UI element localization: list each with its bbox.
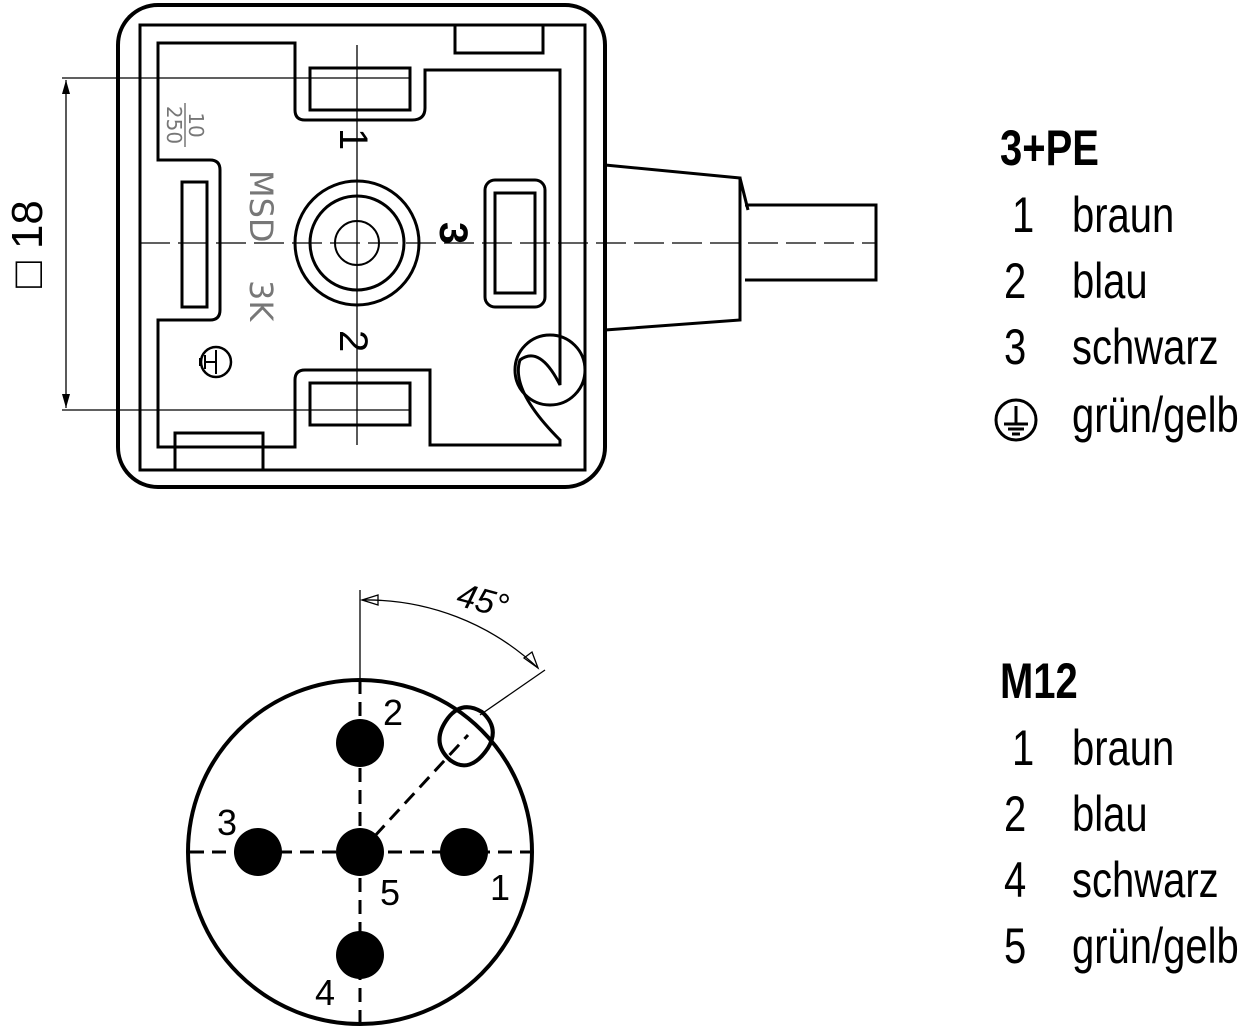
legend-color: blau: [1072, 786, 1148, 842]
housing-tab-top: [453, 23, 545, 55]
angle-arc: [361, 599, 539, 669]
cable-gland: [604, 163, 742, 332]
legend-m12-title: M12: [1000, 653, 1078, 709]
legend-pin: 5: [1004, 918, 1026, 974]
marking-text: MSD: [242, 170, 280, 243]
square-symbol: □: [3, 261, 52, 288]
dimension-label-group: □ 18: [3, 200, 52, 288]
pin-label-1: 1: [331, 128, 375, 150]
m12-pin-label-1: 1: [490, 867, 510, 908]
legend-3pe-title: 3+PE: [1000, 120, 1099, 176]
pin-slot-1: [308, 66, 412, 112]
angle-arrows: [359, 594, 540, 670]
legend-color: blau: [1072, 253, 1148, 309]
pe-slot: [180, 180, 209, 309]
legend-3pe: 3+PE 1 braun 2 blau 3 schwarz ⏚ grün/gel…: [994, 120, 1239, 443]
legend-color: braun: [1072, 720, 1174, 776]
m12-pin-label-2: 2: [383, 692, 403, 733]
m12-pin-5: [336, 828, 384, 876]
m12-key-axis: [358, 733, 470, 854]
legend-m12: M12 1 braun 2 blau 4 schwarz 5 grün/gelb: [1000, 653, 1239, 974]
legend-color: schwarz: [1072, 852, 1219, 908]
gland-edge: [738, 177, 750, 211]
housing-notch: [513, 333, 587, 407]
legend-pin: 2: [1004, 786, 1026, 842]
protective-earth-icon: [199, 345, 233, 379]
m12-pin-3: [234, 828, 282, 876]
pin-label-3: 3: [431, 222, 475, 244]
legend-color: grün/gelb: [1072, 387, 1239, 443]
pin-label-2: 2: [331, 330, 375, 352]
angle-extension-line: [479, 669, 546, 716]
m12-pin-label-3: 3: [217, 802, 237, 843]
legend-color: schwarz: [1072, 319, 1219, 375]
pin-slot-2: [308, 381, 412, 427]
insert-outline: [156, 41, 562, 449]
m12-pin-2: [336, 719, 384, 767]
m12-pin-label-5: 5: [380, 872, 400, 913]
m12-connector-drawing: 45° 1 2 3 4 5: [186, 576, 546, 1026]
connector-housing-outline: [116, 3, 607, 489]
valve-connector-drawing: □ 18 10 250 MSD 3K 1 2 3: [3, 3, 878, 489]
legend-pin: 4: [1004, 852, 1026, 908]
protective-earth-icon: ⏚: [994, 398, 1038, 442]
legend-pin: 2: [1004, 253, 1026, 309]
legend-pin: 1: [1012, 720, 1034, 776]
connector-housing-inner: [138, 23, 587, 472]
dimension-value: 18: [3, 200, 52, 249]
legend-pin: 1: [1012, 187, 1034, 243]
m12-pin-label-4: 4: [315, 972, 335, 1013]
m12-coding-key: [437, 705, 495, 768]
m12-pin-4: [336, 931, 384, 979]
legend-color: grün/gelb: [1072, 918, 1239, 974]
housing-tab-bottom: [173, 431, 265, 472]
m12-pin-1: [440, 828, 488, 876]
legend-color: braun: [1072, 187, 1174, 243]
marking-code: 3K: [242, 280, 280, 322]
legend-pin: 3: [1004, 319, 1026, 375]
marking-fraction-top: 10: [184, 112, 208, 137]
marking-fraction-bottom: 250: [162, 106, 186, 144]
